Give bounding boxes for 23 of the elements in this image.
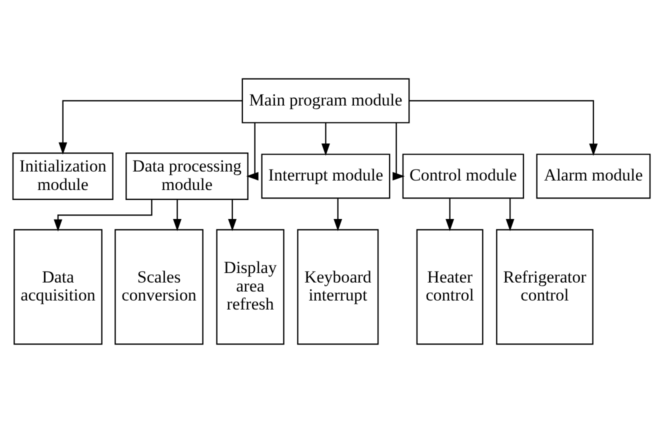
node-box: Scales conversion (114, 229, 204, 345)
arrow (321, 123, 330, 156)
node-box: Data acquisition (14, 229, 102, 345)
node-box: Interrupt module (261, 154, 390, 199)
arrow (228, 200, 237, 232)
node-box: Control module (402, 154, 524, 199)
node-box: Keyboard interrupt (297, 229, 379, 345)
arrow (246, 123, 258, 180)
arrow (173, 200, 182, 232)
arrow (392, 123, 405, 180)
node-box: Alarm module (536, 154, 651, 199)
arrow (446, 198, 454, 232)
arrow (409, 100, 598, 156)
node-box: Main program module (242, 78, 410, 124)
node-box: Initialization module (12, 152, 114, 200)
node-box: Display area refresh (216, 229, 284, 345)
arrow (334, 198, 342, 232)
arrow (54, 200, 152, 232)
node-box: Heater control (416, 229, 484, 345)
node-box: Refrigerator control (496, 229, 594, 345)
node-box: Data processing module (126, 152, 248, 200)
arrow (58, 100, 242, 155)
arrow (506, 198, 514, 232)
